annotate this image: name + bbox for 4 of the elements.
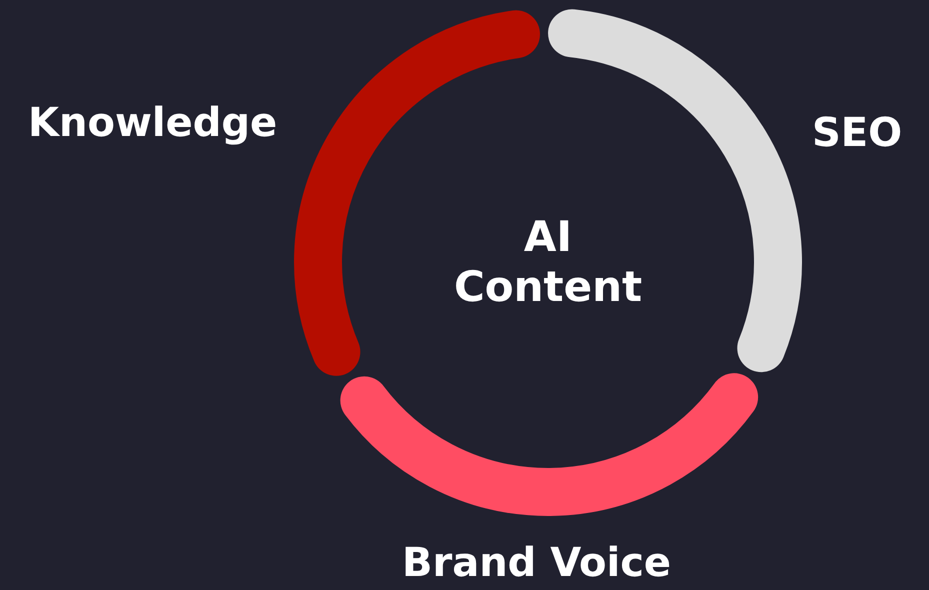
center-label: AI Content [438, 212, 658, 312]
segment-label: Knowledge [28, 100, 278, 146]
segment-label: SEO [812, 110, 902, 156]
segment-label: Brand Voice [402, 540, 672, 586]
